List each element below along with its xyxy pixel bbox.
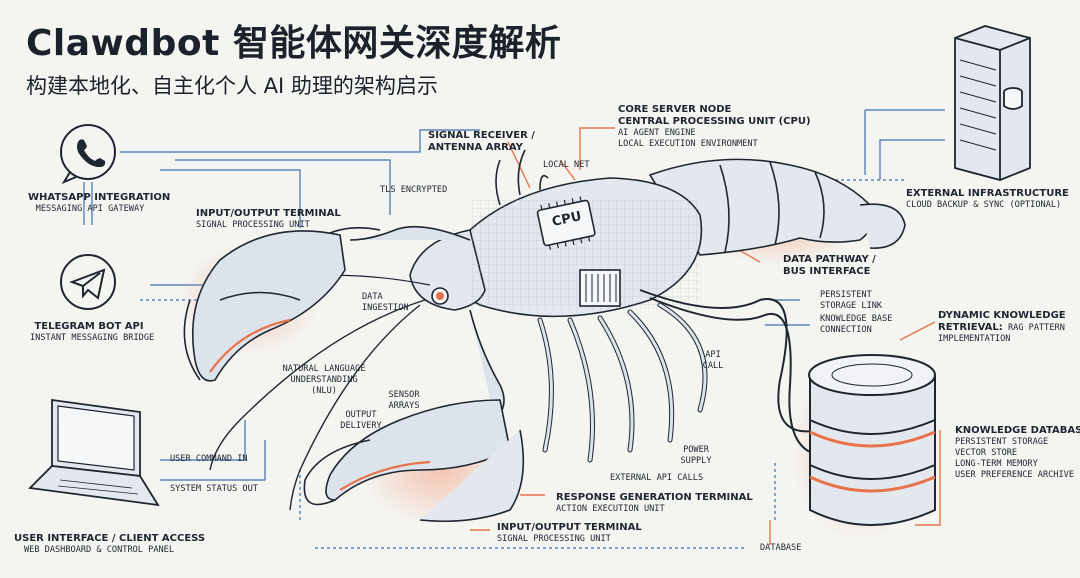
database-icon: [808, 354, 936, 526]
label-external-api-calls: EXTERNAL API CALLS: [610, 473, 704, 483]
label-local-net: LOCAL NET: [543, 160, 590, 170]
label-system-status: SYSTEM STATUS OUT: [170, 484, 258, 494]
label-data-pathway: DATA PATHWAY /BUS INTERFACE: [783, 254, 876, 277]
label-user-command: USER COMMAND IN: [170, 454, 248, 464]
page-subtitle: 构建本地化、自主化个人 AI 助理的架构启示: [26, 74, 438, 98]
label-database: DATABASE: [760, 543, 802, 553]
laptop-icon: [28, 398, 160, 507]
label-dynamic-retrieval: DYNAMIC KNOWLEDGE RETRIEVAL: RAG PATTERN…: [938, 310, 1066, 344]
connector-lines: [83, 109, 945, 549]
page-title: Clawdbot 智能体网关深度解析: [26, 23, 562, 64]
telegram-icon: [60, 254, 116, 310]
label-tls-encrypted: TLS ENCRYPTED: [380, 185, 448, 195]
whatsapp-icon: [60, 124, 116, 185]
server-rack-icon: [954, 25, 1031, 181]
lobster-body: [183, 149, 906, 522]
label-signal-receiver: SIGNAL RECEIVER /ANTENNA ARRAY: [428, 130, 535, 153]
cpu-chip: [536, 196, 596, 250]
